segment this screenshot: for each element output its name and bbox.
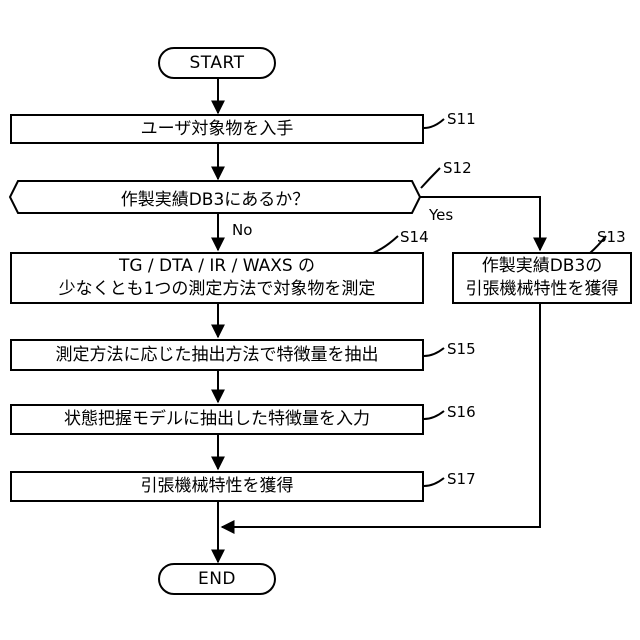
start-terminal: START <box>158 47 276 79</box>
step-s15-box: 測定方法に応じた抽出方法で特徴量を抽出 <box>10 339 424 371</box>
branch-label-no: No <box>232 221 252 239</box>
step-s14-line-1: TG / DTA / IR / WAXS の <box>119 255 315 278</box>
step-s13-line-2: 引張機械特性を獲得 <box>466 278 619 301</box>
step-s13-box: 作製実績DB3の 引張機械特性を獲得 <box>452 252 632 304</box>
step-label-s16: S16 <box>447 403 476 421</box>
decision-label: 作製実績DB3にあるか？ <box>121 185 310 210</box>
step-label-s13: S13 <box>597 228 626 246</box>
branch-label-yes: Yes <box>429 206 453 224</box>
step-s14-line-2: 少なくとも1つの測定方法で対象物を測定 <box>59 278 376 301</box>
step-s16-text: 状態把握モデルに抽出した特徴量を入力 <box>64 408 370 431</box>
start-label: START <box>190 52 245 75</box>
step-label-s14: S14 <box>400 228 429 246</box>
step-label-s15: S15 <box>447 340 476 358</box>
step-s16-box: 状態把握モデルに抽出した特徴量を入力 <box>10 404 424 435</box>
step-s17-text: 引張機械特性を獲得 <box>141 475 294 498</box>
end-terminal: END <box>158 563 276 595</box>
step-label-s11: S11 <box>447 110 476 128</box>
step-s14-box: TG / DTA / IR / WAXS の 少なくとも1つの測定方法で対象物を… <box>10 252 424 304</box>
decision-text: 作製実績DB3にあるか？ <box>10 182 420 212</box>
step-s17-box: 引張機械特性を獲得 <box>10 471 424 502</box>
end-label: END <box>198 568 236 591</box>
step-s15-text: 測定方法に応じた抽出方法で特徴量を抽出 <box>56 344 379 367</box>
step-s11-text: ユーザ対象物を入手 <box>141 118 294 141</box>
step-label-s17: S17 <box>447 470 476 488</box>
step-s13-line-1: 作製実績DB3の <box>482 255 603 278</box>
step-label-s12: S12 <box>443 159 472 177</box>
step-s11-box: ユーザ対象物を入手 <box>10 114 424 144</box>
